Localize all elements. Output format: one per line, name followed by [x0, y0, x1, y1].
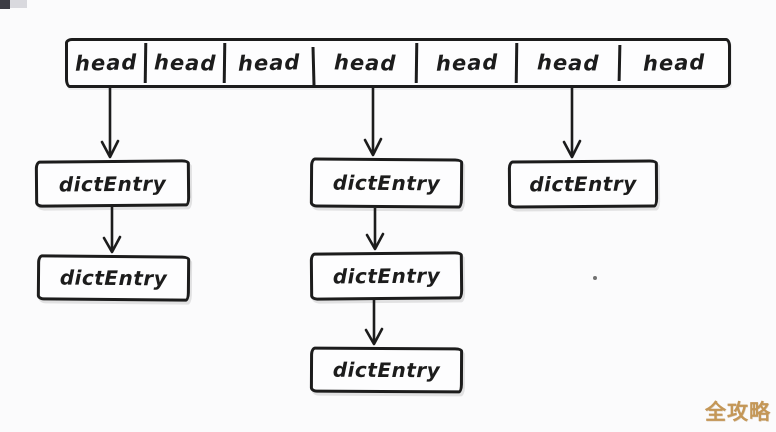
ink-speck: [593, 276, 597, 280]
dict-entry-box: dictEntry: [309, 251, 464, 301]
dict-entry-box: dictEntry: [34, 159, 191, 208]
head-cell-5: head: [517, 41, 620, 85]
watermark: 全攻略: [705, 400, 771, 424]
corner-artifact-light: [10, 0, 27, 8]
head-cell-label: head: [537, 50, 600, 76]
head-cell-0: head: [68, 41, 145, 85]
head-cell-4: head: [417, 41, 517, 85]
head-cell-1: head: [145, 41, 224, 85]
head-cell-label: head: [153, 50, 217, 76]
head-cell-2: head: [225, 41, 314, 85]
head-cell-label: head: [333, 50, 397, 76]
head-cell-label: head: [642, 50, 706, 76]
dict-entry-box: dictEntry: [507, 159, 659, 209]
dict-entry-label: dictEntry: [59, 265, 168, 291]
dict-entry-box: dictEntry: [36, 254, 191, 302]
arrow-head0-to-entry: [98, 88, 122, 160]
dict-entry-label: dictEntry: [58, 171, 167, 196]
head-array: head head head head head head head: [65, 38, 731, 88]
head-cell-label: head: [435, 50, 499, 76]
dict-entry-box: dictEntry: [309, 346, 464, 394]
corner-artifact: [0, 0, 10, 9]
arrow-head3-to-entry: [361, 88, 385, 158]
arrow-entry-to-entry: [363, 208, 387, 252]
head-cell-3: head: [314, 41, 417, 85]
dict-entry-box: dictEntry: [309, 157, 464, 209]
head-cell-6: head: [620, 41, 728, 85]
dict-entry-label: dictEntry: [332, 170, 441, 196]
arrow-entry-to-entry: [100, 207, 124, 255]
dict-entry-label: dictEntry: [332, 357, 441, 383]
arrow-head5-to-entry: [560, 88, 584, 160]
arrow-entry-to-entry: [362, 300, 386, 347]
head-cell-label: head: [237, 50, 301, 76]
head-cell-label: head: [75, 50, 139, 76]
dict-entry-label: dictEntry: [529, 171, 637, 197]
dict-entry-label: dictEntry: [332, 263, 441, 289]
